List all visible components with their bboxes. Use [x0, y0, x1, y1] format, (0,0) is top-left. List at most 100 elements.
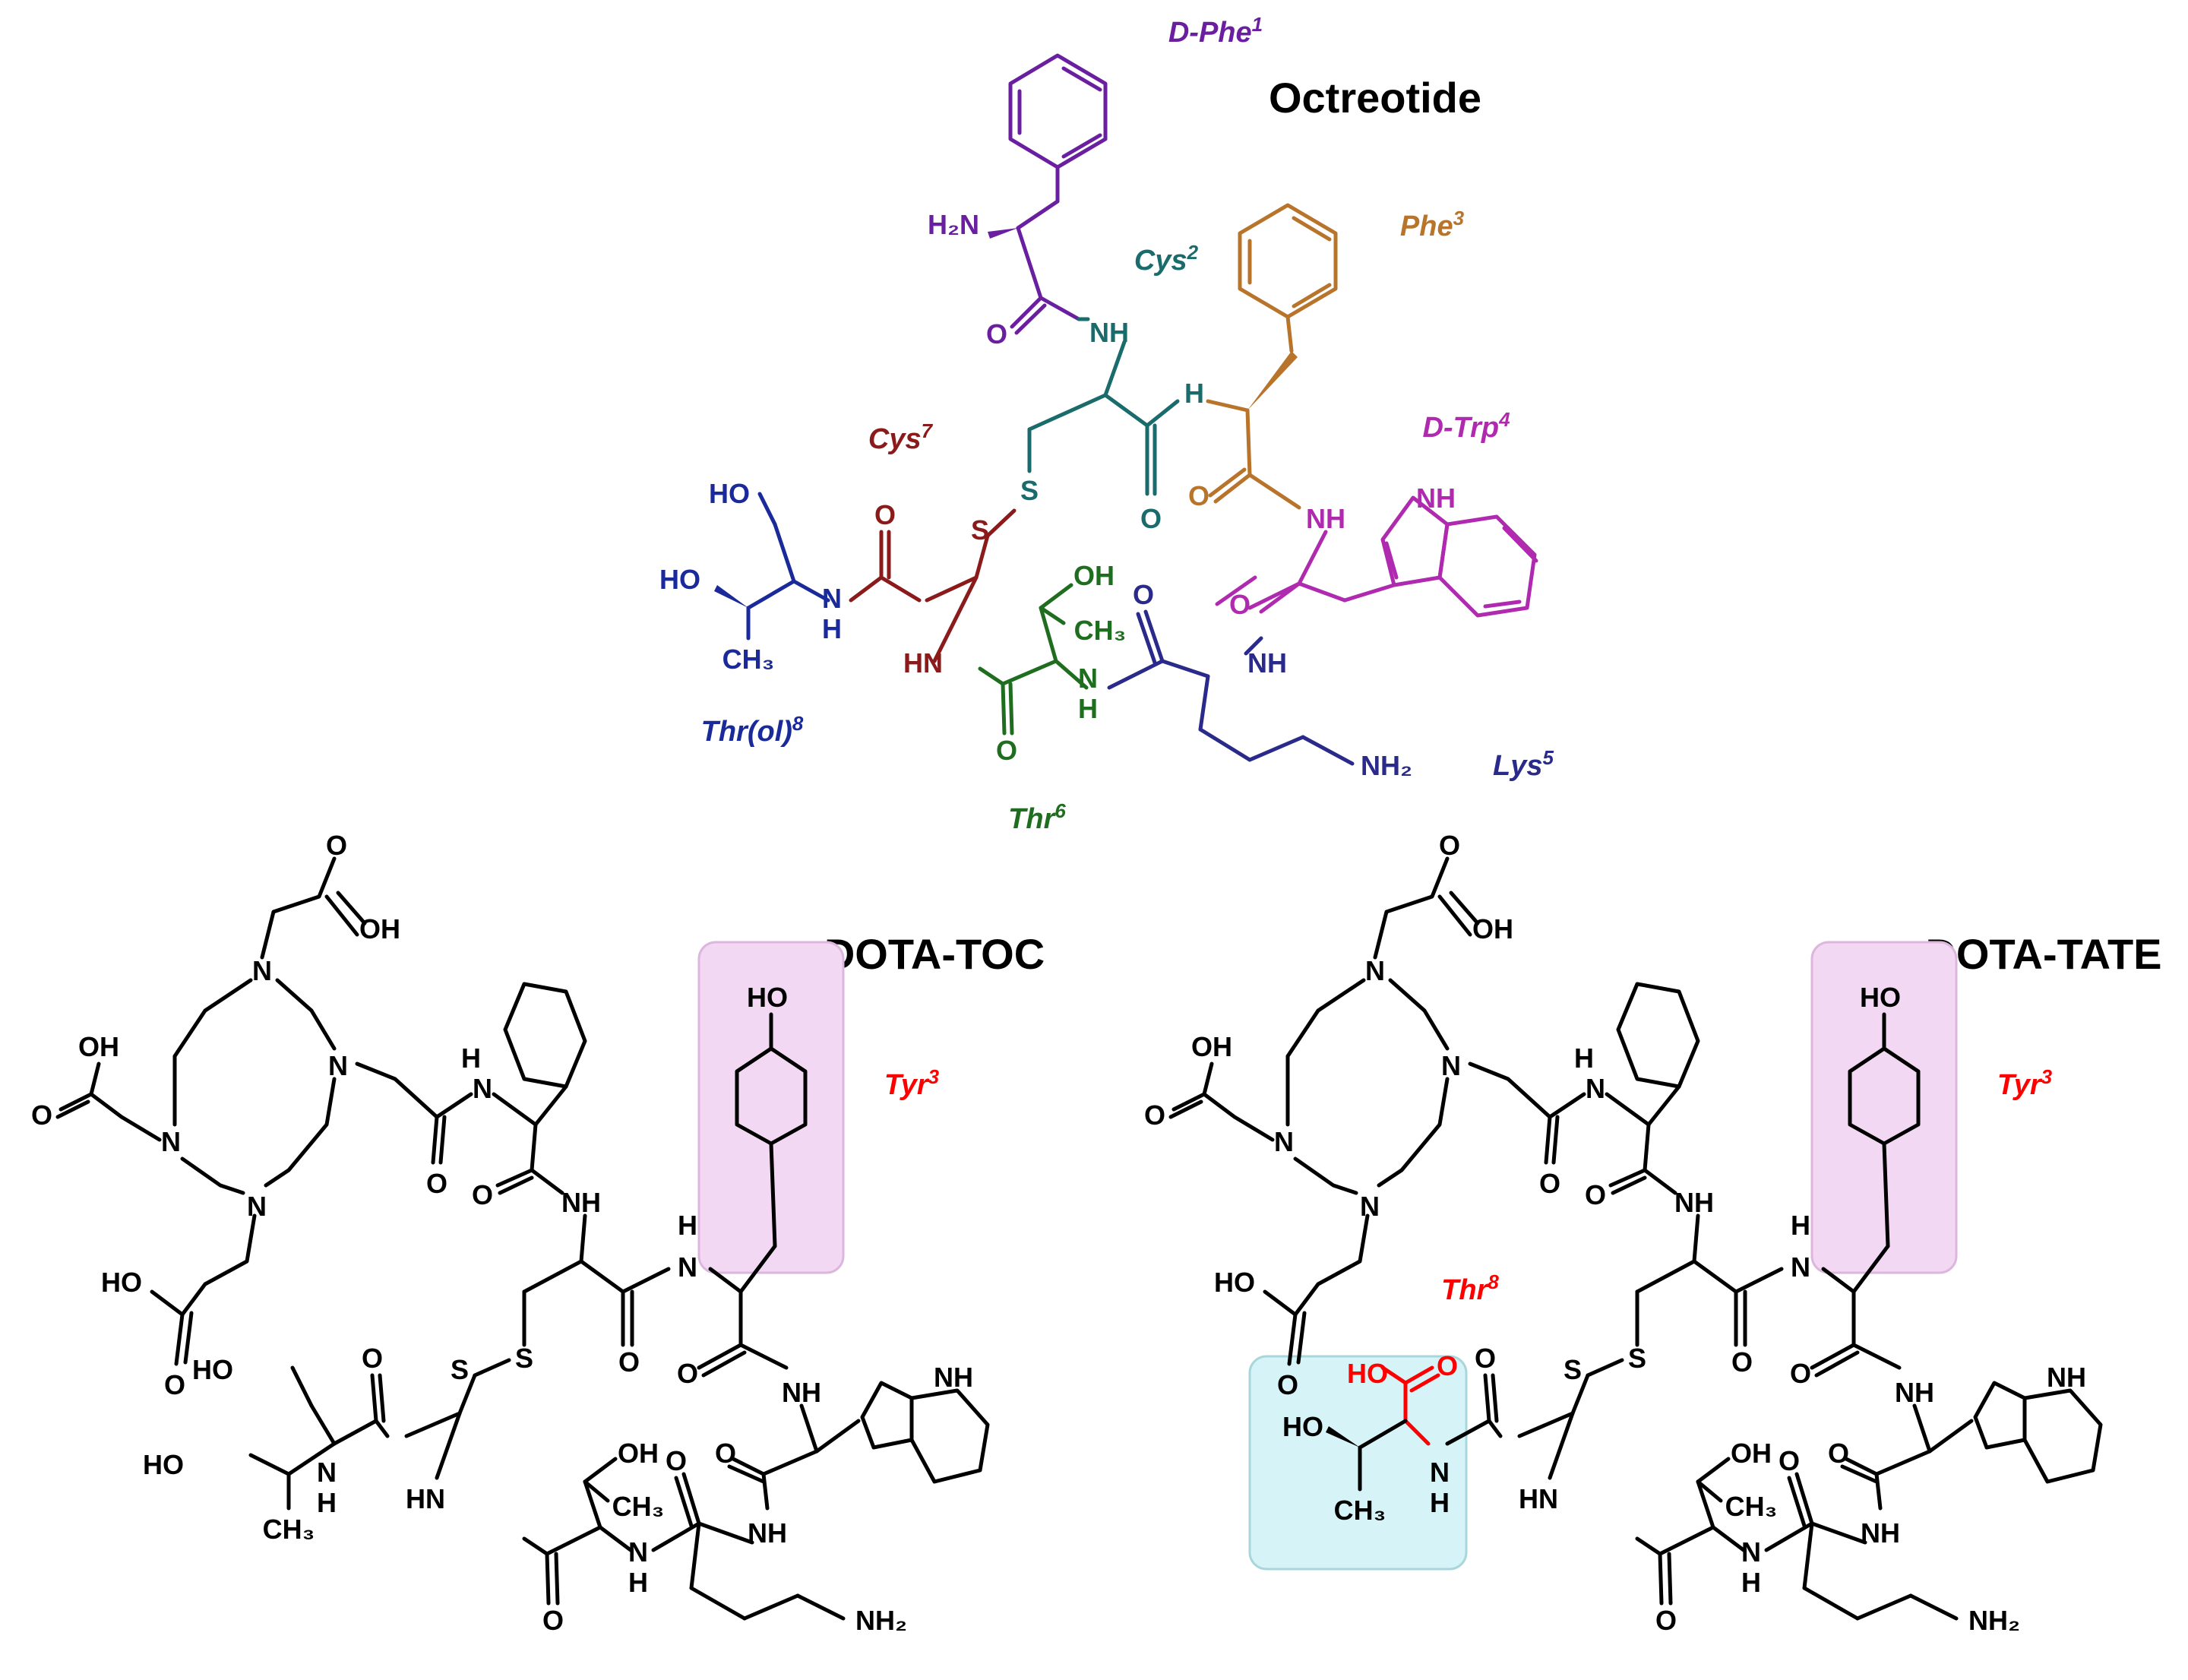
- atom-nh2: NH₂: [1361, 750, 1412, 781]
- atom-ch3: CH₃: [1074, 615, 1127, 646]
- dota-tate-bonds: [1168, 856, 2103, 1621]
- residue-label-dtrp4: D-Trp4: [1422, 408, 1510, 444]
- atom-oh: OH: [1191, 1031, 1232, 1062]
- octreotide-title: Octreotide: [1269, 74, 1481, 122]
- atom-hn: HN: [1519, 1483, 1558, 1514]
- atom-o: O: [1229, 589, 1251, 620]
- atom-ch3: CH₃: [263, 1514, 315, 1545]
- atom-ho: HO: [101, 1267, 142, 1298]
- atom-ho: HO: [1214, 1267, 1255, 1298]
- dota-tate-title: DOTA-TATE: [1925, 930, 2161, 978]
- atom-o: O: [1731, 1346, 1753, 1378]
- octreotide-structure: Octreotide H₂N O D-Phe1 NH H O S Cys2 O …: [659, 13, 1554, 835]
- atom-n: N: [822, 583, 842, 614]
- dota-toc-title: DOTA-TOC: [824, 930, 1045, 978]
- atom-ho: HO: [1860, 982, 1901, 1013]
- phe3-bonds: [1206, 203, 1338, 510]
- atom-o: O: [1790, 1358, 1811, 1389]
- atom-s: S: [1020, 475, 1039, 506]
- atom-h: H: [822, 613, 842, 644]
- atom-nh-indole: NH: [934, 1362, 973, 1393]
- atom-h2n: H₂N: [928, 209, 979, 240]
- atom-oh: OH: [1073, 560, 1115, 591]
- atom-ch3: CH₃: [722, 644, 775, 675]
- atom-nh-indole: NH: [2047, 1362, 2086, 1393]
- dphe1-bonds: [1008, 53, 1108, 335]
- atom-n: N: [628, 1536, 648, 1568]
- atom-s: S: [1628, 1343, 1646, 1374]
- atom-h: H: [1574, 1042, 1594, 1074]
- dota-toc-structure: DOTA-TOC Tyr3: [31, 830, 1045, 1636]
- atom-nh: NH: [561, 1187, 601, 1218]
- atom-s: S: [451, 1354, 469, 1385]
- atom-h: H: [1791, 1210, 1810, 1241]
- tyr3-label: Tyr3: [1997, 1065, 2053, 1101]
- residue-label-cys2: Cys2: [1134, 241, 1199, 277]
- atom-nh: NH: [1895, 1377, 1934, 1408]
- atom-h: H: [317, 1487, 337, 1518]
- atom-ch3: CH₃: [1334, 1495, 1386, 1526]
- atom-o: O: [1475, 1343, 1496, 1374]
- dota-toc-bonds: [55, 856, 990, 1621]
- atom-o: O: [426, 1168, 447, 1199]
- atom-h: H: [628, 1567, 648, 1598]
- atom-n: N: [1441, 1050, 1461, 1081]
- atom-n: N: [247, 1191, 267, 1222]
- atom-n: N: [1791, 1251, 1810, 1283]
- atom-nh-indole: NH: [1416, 482, 1456, 514]
- atom-o: O: [618, 1346, 640, 1378]
- atom-n: N: [1741, 1536, 1761, 1568]
- atom-o: O: [362, 1343, 383, 1374]
- atom-ch3: CH₃: [1725, 1491, 1778, 1522]
- atom-ho: HO: [192, 1354, 233, 1385]
- atom-o: O: [1585, 1179, 1606, 1210]
- thr8-label: Thr8: [1441, 1270, 1499, 1306]
- atom-n: N: [1078, 663, 1098, 694]
- atom-h: H: [1078, 693, 1098, 724]
- atom-nh2: NH₂: [1968, 1605, 2020, 1636]
- atom-n: N: [252, 955, 272, 986]
- atom-o: O: [472, 1179, 493, 1210]
- atom-o: O: [1655, 1605, 1677, 1636]
- atom-nh: NH: [782, 1377, 821, 1408]
- atom-oh: OH: [359, 913, 400, 944]
- lys5-bonds: [1107, 609, 1355, 766]
- residue-label-phe3: Phe3: [1400, 207, 1465, 242]
- atom-o: O: [1277, 1369, 1298, 1400]
- atom-n: N: [473, 1073, 492, 1104]
- atom-o: O: [666, 1445, 687, 1476]
- atom-o: O: [31, 1099, 52, 1131]
- atom-o: O: [874, 499, 896, 530]
- atom-ho: HO: [1282, 1411, 1323, 1442]
- atom-n: N: [317, 1457, 337, 1488]
- atom-oh: OH: [1472, 913, 1513, 944]
- atom-o: O: [1779, 1445, 1800, 1476]
- atom-oh: OH: [618, 1438, 659, 1469]
- cys2-bonds: [1027, 317, 1180, 496]
- atom-nh: NH: [1674, 1187, 1714, 1218]
- atom-nh: NH: [1089, 317, 1129, 348]
- atom-o: O: [1188, 480, 1209, 511]
- tyr3-highlight: [697, 941, 845, 1274]
- residue-label-dphe1: D-Phe1: [1168, 13, 1263, 49]
- atom-o: O: [1133, 579, 1154, 610]
- atom-h: H: [1741, 1567, 1761, 1598]
- atom-n: N: [1365, 955, 1385, 986]
- atom-o: O: [1144, 1099, 1165, 1131]
- atom-ho: HO: [143, 1449, 184, 1480]
- atom-o: O: [1539, 1168, 1560, 1199]
- atom-ho: HO: [659, 564, 700, 595]
- throl8-bonds: [746, 492, 830, 641]
- atom-ho-acid: HO: [1347, 1358, 1388, 1389]
- atom-o: O: [715, 1438, 736, 1469]
- atom-h: H: [461, 1042, 481, 1074]
- atom-s: S: [515, 1343, 533, 1374]
- dota-tate-structure: DOTA-TATE Tyr3 Thr8: [1144, 830, 2162, 1636]
- atom-h: H: [678, 1210, 697, 1241]
- atom-hn: HN: [406, 1483, 445, 1514]
- cys7-bonds: [849, 508, 1017, 663]
- atom-n: N: [1586, 1073, 1605, 1104]
- atom-n: N: [1430, 1457, 1450, 1488]
- atom-nh: NH: [1861, 1517, 1900, 1549]
